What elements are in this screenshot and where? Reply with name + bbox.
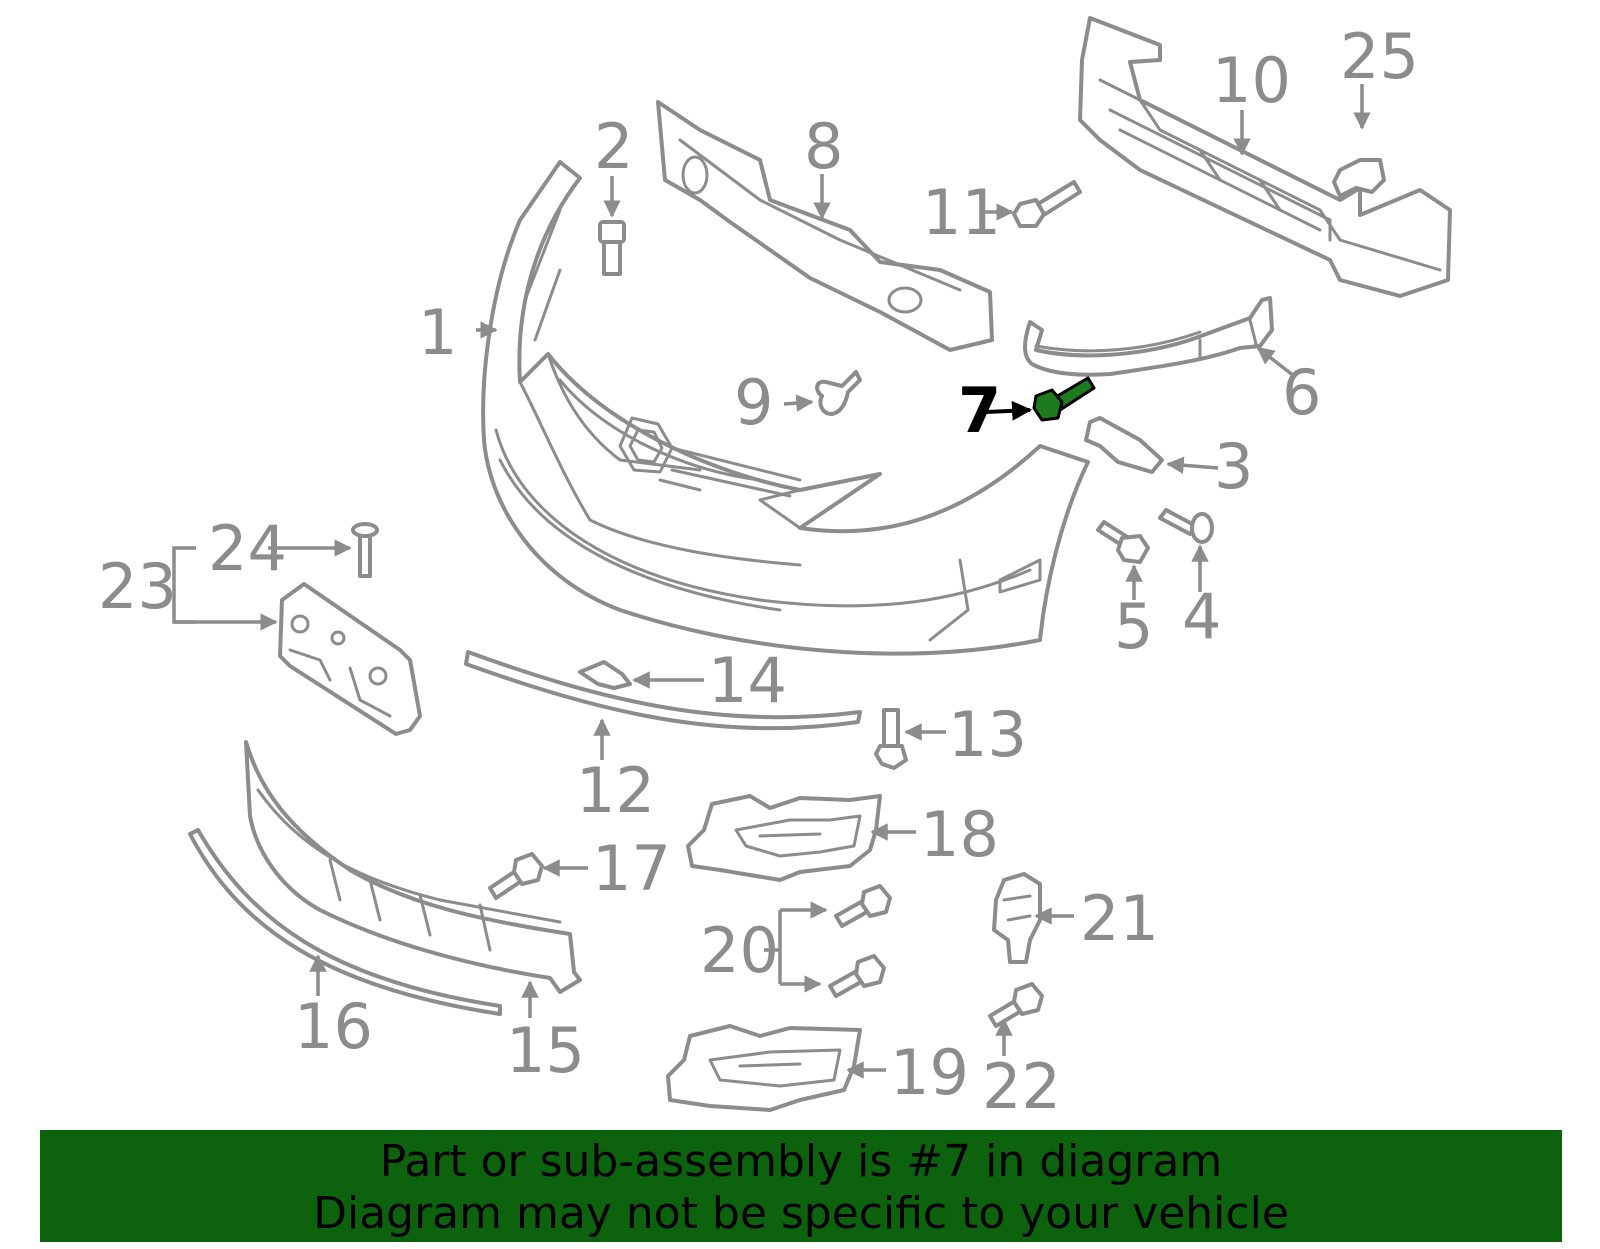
callout-11: 11	[922, 176, 1001, 249]
callout-24: 24	[208, 512, 287, 585]
callout-12: 12	[576, 754, 655, 827]
callout-21: 21	[1080, 882, 1159, 955]
callout-2: 2	[594, 110, 633, 183]
callout-18: 18	[920, 798, 999, 871]
part-23-license-bracket[interactable]	[278, 582, 422, 736]
leader-lines	[172, 84, 1371, 1079]
part-6-bracket[interactable]	[1023, 296, 1274, 377]
callout-16: 16	[294, 990, 373, 1063]
part-2-bolt[interactable]	[598, 220, 626, 276]
part-21-bracket[interactable]	[992, 872, 1042, 964]
callout-numbers: 1 2 3 4 5 6 7 8 9 10 11 12 13 14 15 16 1…	[98, 20, 1419, 1123]
part-13-bolt[interactable]	[874, 708, 908, 770]
parts-diagram: 1 2 3 4 5 6 7 8 9 10 11 12 13 14 15 16 1…	[98, 16, 1452, 1123]
part-24-pin[interactable]	[351, 522, 379, 578]
part-1-bumper-cover[interactable]	[481, 160, 1090, 656]
part-14-clip[interactable]	[578, 660, 632, 690]
part-8-absorber[interactable]	[656, 100, 994, 352]
part-12-strip[interactable]	[464, 650, 862, 731]
part-22-bolt[interactable]	[988, 982, 1044, 1028]
callout-5: 5	[1114, 590, 1153, 663]
callout-4: 4	[1182, 580, 1221, 653]
banner-line-1: Part or sub-assembly is #7 in diagram	[379, 1136, 1223, 1187]
part-3-bracket[interactable]	[1084, 416, 1164, 474]
part-20-bolts[interactable]	[828, 884, 892, 998]
callout-19: 19	[890, 1036, 969, 1109]
part-11-bolt[interactable]	[1012, 180, 1082, 228]
callout-9: 9	[734, 366, 773, 439]
callout-1: 1	[418, 296, 457, 369]
part-4-pin[interactable]	[1158, 508, 1214, 544]
notice-banner: Part or sub-assembly is #7 in diagram Di…	[40, 1130, 1562, 1242]
callout-7-highlighted: 7	[958, 374, 1001, 447]
callout-25: 25	[1340, 20, 1419, 93]
part-15-lower-grille[interactable]	[244, 740, 582, 994]
callout-3: 3	[1214, 430, 1253, 503]
callout-14: 14	[708, 644, 787, 717]
callout-22: 22	[982, 1050, 1061, 1123]
callout-6: 6	[1282, 356, 1321, 429]
callout-10: 10	[1212, 44, 1291, 117]
part-16-molding[interactable]	[188, 828, 502, 1016]
callout-17: 17	[592, 832, 671, 905]
callout-15: 15	[506, 1014, 585, 1087]
part-5-bolt[interactable]	[1096, 520, 1150, 564]
callout-8: 8	[804, 110, 843, 183]
part-9-clip[interactable]	[815, 370, 862, 416]
part-7-bolt-highlighted[interactable]	[1032, 376, 1096, 422]
callout-13: 13	[948, 698, 1027, 771]
part-19-fog-bezel[interactable]	[666, 1024, 862, 1112]
part-10-reinforcement[interactable]	[1078, 16, 1452, 298]
part-25-clip[interactable]	[1332, 158, 1386, 198]
callout-23: 23	[98, 550, 177, 623]
banner-line-2: Diagram may not be specific to your vehi…	[313, 1188, 1289, 1239]
part-18-fog-bezel[interactable]	[686, 794, 882, 882]
callout-20: 20	[700, 914, 779, 987]
part-17-bolt[interactable]	[488, 852, 544, 900]
